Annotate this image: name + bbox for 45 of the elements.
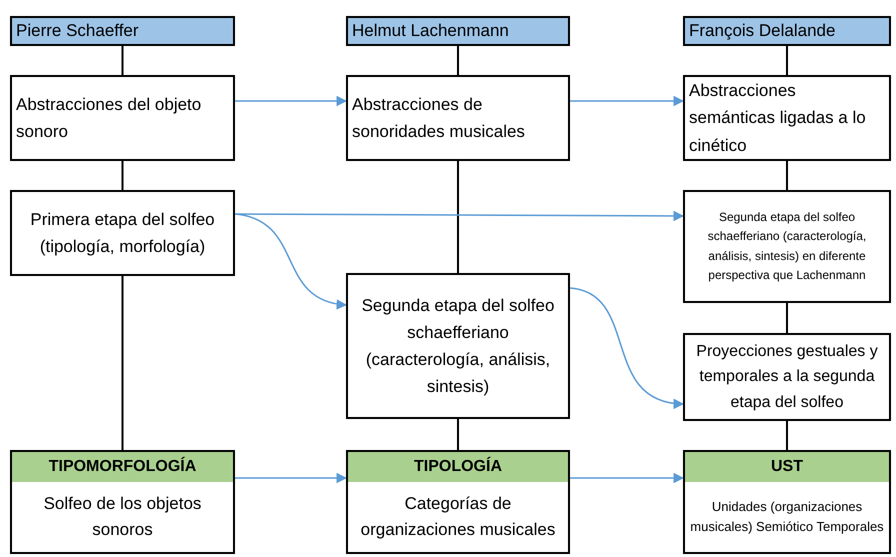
concept-text: Segunda etapa del solfeo schaefferiano (caracterología, análisis, sintesis) en diferente perspectiva que Lachenmann [706,209,868,284]
concept-text: Abstracciones semánticas ligadas a lo cinético [688,80,867,157]
concept-text: Primera etapa del solfeo (tipología, morfología) [29,208,216,258]
connector-line [122,46,124,75]
concept-box [346,273,570,419]
connector-line [786,303,788,333]
connector-line [122,276,124,450]
category-header: UST [685,452,889,482]
concept-box [683,190,891,303]
category-description: Solfeo de los objetos sonoros [42,492,202,541]
connector-line [786,46,788,75]
arrow [570,96,684,106]
author-name: Pierre Schaeffer [15,20,140,42]
connector-line [786,161,788,190]
category-header: TIPOMORFOLOGÍA [12,452,233,482]
author-name: Helmut Lachenmann [351,20,510,42]
arrow [570,287,684,408]
concept-text: Segunda etapa del solfeo schaefferiano (caracterología, análisis, sintesis) [360,294,556,398]
concept-text: Abstracciones de sonoridades musicales [351,94,526,143]
concept-box [10,75,235,161]
arrow [234,213,348,309]
connector-line [786,421,788,450]
category-box [346,450,570,554]
author-header [683,16,891,46]
category-box [10,450,235,554]
connector-line [457,46,459,75]
concept-text: Abstracciones del objeto sonoro [15,94,202,143]
category-description: Categorías de organizaciones musicales [360,492,556,541]
concept-text: Proyecciones gestuales y temporales a la segunda etapa del solfeo [695,342,879,413]
arrow [235,96,348,106]
category-description: Unidades (organizaciones musicales) Semiótico Temporales [689,498,885,536]
concept-box [683,75,891,161]
connector-line [457,419,459,450]
author-header [346,16,570,46]
arrow [235,472,348,484]
author-name: François Delalande [688,20,836,42]
arrow [570,472,684,484]
concept-box [683,333,891,421]
author-header [10,16,235,46]
category-header: TIPOLOGÍA [348,452,568,482]
concept-box [10,190,235,276]
connector-line [457,161,459,273]
category-box [683,450,891,554]
connector-line [122,161,124,190]
concept-box [346,75,570,161]
